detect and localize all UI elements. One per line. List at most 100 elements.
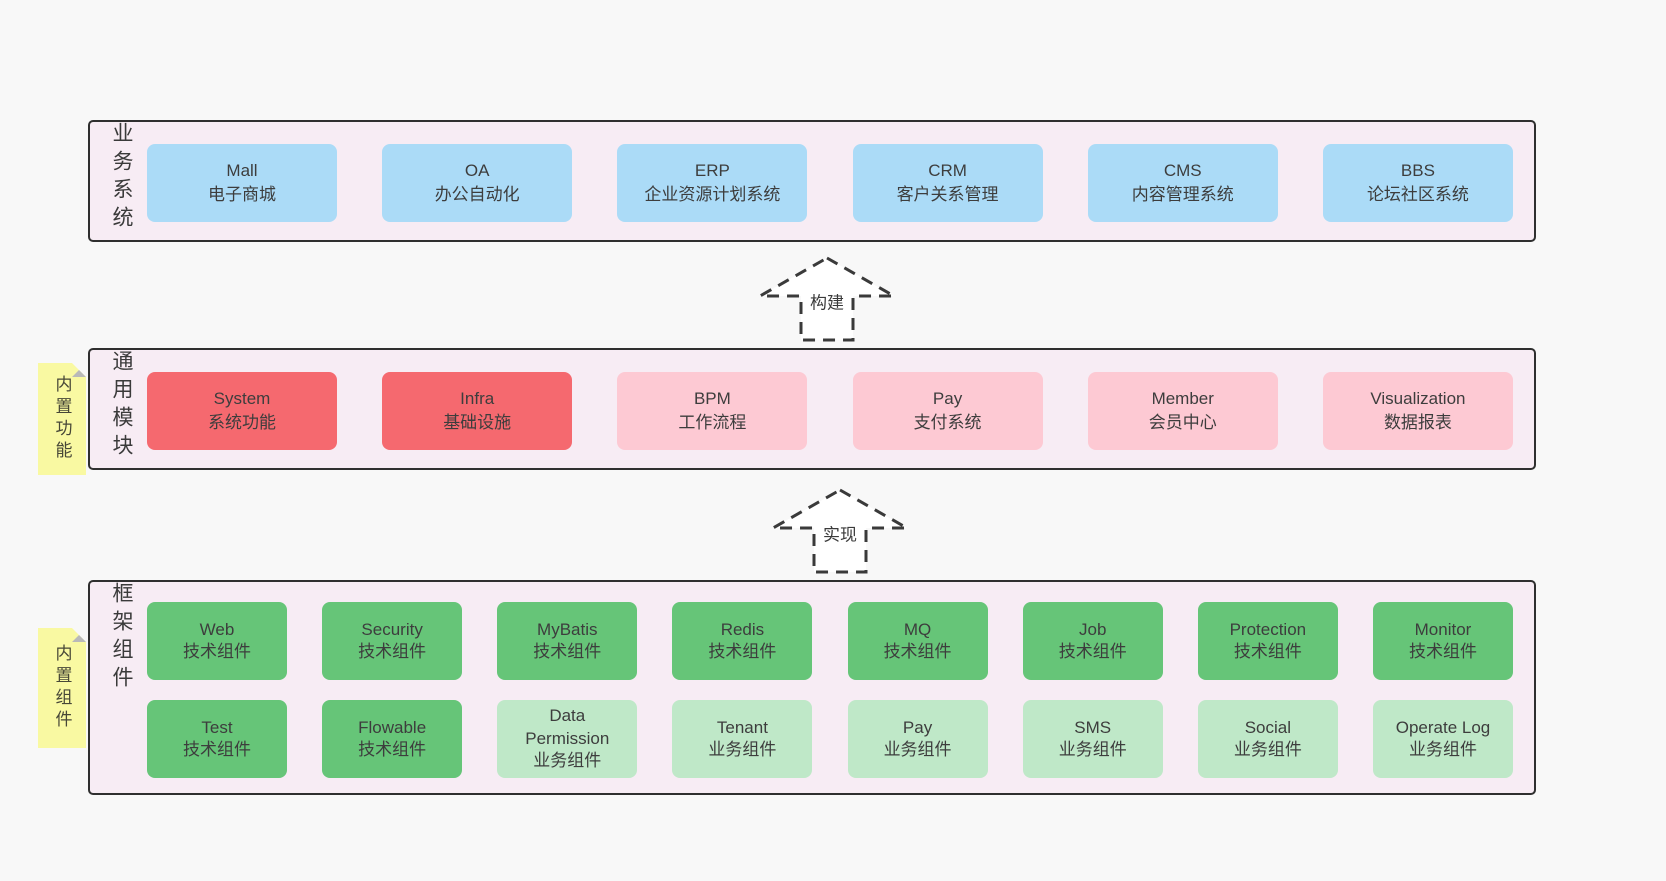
box-title: Flowable <box>358 717 427 737</box>
box-flowable: Flowable 技术组件 <box>322 700 463 778</box>
box-title: OA <box>464 160 490 180</box>
box-subtitle: 技术组件 <box>1058 642 1127 661</box>
box-subtitle: 工作流程 <box>678 413 747 432</box>
box-web: Web 技术组件 <box>147 602 287 680</box>
section-label-components: 框架组件 <box>110 582 133 694</box>
box-subtitle: 技术组件 <box>1408 642 1477 661</box>
box-title: Data Permission <box>525 706 610 748</box>
box-security: Security 技术组件 <box>322 602 463 680</box>
box-tenant: Tenant 业务组件 <box>672 700 813 778</box>
box-subtitle: 基础设施 <box>443 413 512 432</box>
box-social: Social 业务组件 <box>1197 700 1338 778</box>
box-crm: CRM 客户关系管理 <box>852 144 1043 222</box>
box-title: CMS <box>1163 160 1202 180</box>
box-title: MQ <box>903 619 932 639</box>
box-subtitle: 客户关系管理 <box>896 185 999 204</box>
box-protection: Protection 技术组件 <box>1197 602 1338 680</box>
box-mq: MQ 技术组件 <box>847 602 988 680</box>
box-title: Monitor <box>1414 619 1472 639</box>
box-subtitle: 业务组件 <box>533 751 602 771</box>
box-title: Social <box>1244 717 1291 737</box>
box-subtitle: 数据报表 <box>1383 413 1452 432</box>
modules-boxes-row: System 系统功能 Infra 基础设施 BPM 工作流程 Pay 支付系统… <box>147 372 1513 450</box>
box-title: Test <box>201 717 233 737</box>
box-subtitle: 技术组件 <box>358 642 427 661</box>
components-row-1: Web 技术组件 Security 技术组件 MyBatis 技术组件 Redi… <box>147 602 1513 680</box>
box-job: Job 技术组件 <box>1022 602 1163 680</box>
box-mall: Mall 电子商城 <box>147 144 337 222</box>
box-cms: CMS 内容管理系统 <box>1087 144 1278 222</box>
box-subtitle: 电子商城 <box>208 185 276 204</box>
box-title: Infra <box>460 388 495 408</box>
up-arrow-implement: 实现 <box>770 487 910 575</box>
up-arrow-build: 构建 <box>757 255 897 343</box>
box-title: Redis <box>720 619 765 639</box>
box-subtitle: 业务组件 <box>708 740 777 759</box>
box-subtitle: 业务组件 <box>883 740 952 759</box>
box-subtitle: 办公自动化 <box>434 185 520 204</box>
box-title: Pay <box>932 388 963 408</box>
box-system: System 系统功能 <box>147 372 337 450</box>
box-operate-log: Operate Log 业务组件 <box>1372 700 1513 778</box>
box-title: Web <box>199 619 235 639</box>
box-bpm: BPM 工作流程 <box>617 372 808 450</box>
box-title: SMS <box>1074 717 1112 737</box>
section-framework-components: 框架组件 Web 技术组件 Security 技术组件 MyBatis 技术组件… <box>88 580 1536 795</box>
box-subtitle: 业务组件 <box>1233 740 1302 759</box>
box-title: Operate Log <box>1395 717 1491 737</box>
box-subtitle: 技术组件 <box>358 740 427 759</box>
box-title: CRM <box>928 160 967 180</box>
box-oa: OA 办公自动化 <box>382 144 573 222</box>
box-title: System <box>213 388 271 408</box>
box-subtitle: 系统功能 <box>208 413 276 432</box>
box-title: Protection <box>1229 619 1307 639</box>
arrow-label-build: 构建 <box>807 287 847 315</box>
section-label-modules: 通用模块 <box>110 350 133 462</box>
box-redis: Redis 技术组件 <box>672 602 813 680</box>
box-subtitle: 技术组件 <box>183 740 251 759</box>
box-infra: Infra 基础设施 <box>382 372 573 450</box>
box-title: Pay <box>902 717 933 737</box>
sticky-note-builtin-components: 内置组件 <box>38 628 86 748</box>
box-test: Test 技术组件 <box>147 700 287 778</box>
arrow-label-implement: 实现 <box>820 519 860 547</box>
box-subtitle: 支付系统 <box>913 413 982 432</box>
box-title: BPM <box>693 388 731 408</box>
box-title: Security <box>361 619 423 639</box>
box-monitor: Monitor 技术组件 <box>1372 602 1513 680</box>
box-subtitle: 会员中心 <box>1148 413 1217 432</box>
box-title: MyBatis <box>537 619 598 639</box>
box-subtitle: 业务组件 <box>1058 740 1127 759</box>
box-subtitle: 技术组件 <box>533 642 602 661</box>
section-label-business: 业务系统 <box>110 122 133 234</box>
box-subtitle: 技术组件 <box>1233 642 1302 661</box>
box-member: Member 会员中心 <box>1087 372 1278 450</box>
box-title: Mall <box>226 160 258 180</box>
box-subtitle: 业务组件 <box>1408 740 1477 759</box>
box-pay-component: Pay 业务组件 <box>847 700 988 778</box>
box-subtitle: 企业资源计划系统 <box>644 185 781 204</box>
box-title: Job <box>1078 619 1107 639</box>
box-subtitle: 论坛社区系统 <box>1366 185 1469 204</box>
box-subtitle: 技术组件 <box>708 642 777 661</box>
box-bbs: BBS 论坛社区系统 <box>1322 144 1513 222</box>
box-title: Tenant <box>716 717 768 737</box>
box-title: Member <box>1151 388 1214 408</box>
box-title: ERP <box>694 160 730 180</box>
box-sms: SMS 业务组件 <box>1022 700 1163 778</box>
sticky-note-builtin-features: 内置功能 <box>38 363 86 475</box>
box-subtitle: 内容管理系统 <box>1131 185 1234 204</box>
components-row-2: Test 技术组件 Flowable 技术组件 Data Permission … <box>147 700 1513 778</box>
box-data-permission: Data Permission 业务组件 <box>497 700 638 778</box>
box-mybatis: MyBatis 技术组件 <box>497 602 638 680</box>
business-boxes-row: Mall 电子商城 OA 办公自动化 ERP 企业资源计划系统 CRM 客户关系… <box>147 144 1513 222</box>
box-pay-module: Pay 支付系统 <box>852 372 1043 450</box>
box-title: Visualization <box>1370 388 1466 408</box>
section-business-systems: 业务系统 Mall 电子商城 OA 办公自动化 ERP 企业资源计划系统 CRM… <box>88 120 1536 242</box>
box-subtitle: 技术组件 <box>883 642 952 661</box>
section-common-modules: 通用模块 System 系统功能 Infra 基础设施 BPM 工作流程 Pay… <box>88 348 1536 470</box>
box-visualization: Visualization 数据报表 <box>1322 372 1513 450</box>
box-erp: ERP 企业资源计划系统 <box>617 144 808 222</box>
box-title: BBS <box>1400 160 1435 180</box>
